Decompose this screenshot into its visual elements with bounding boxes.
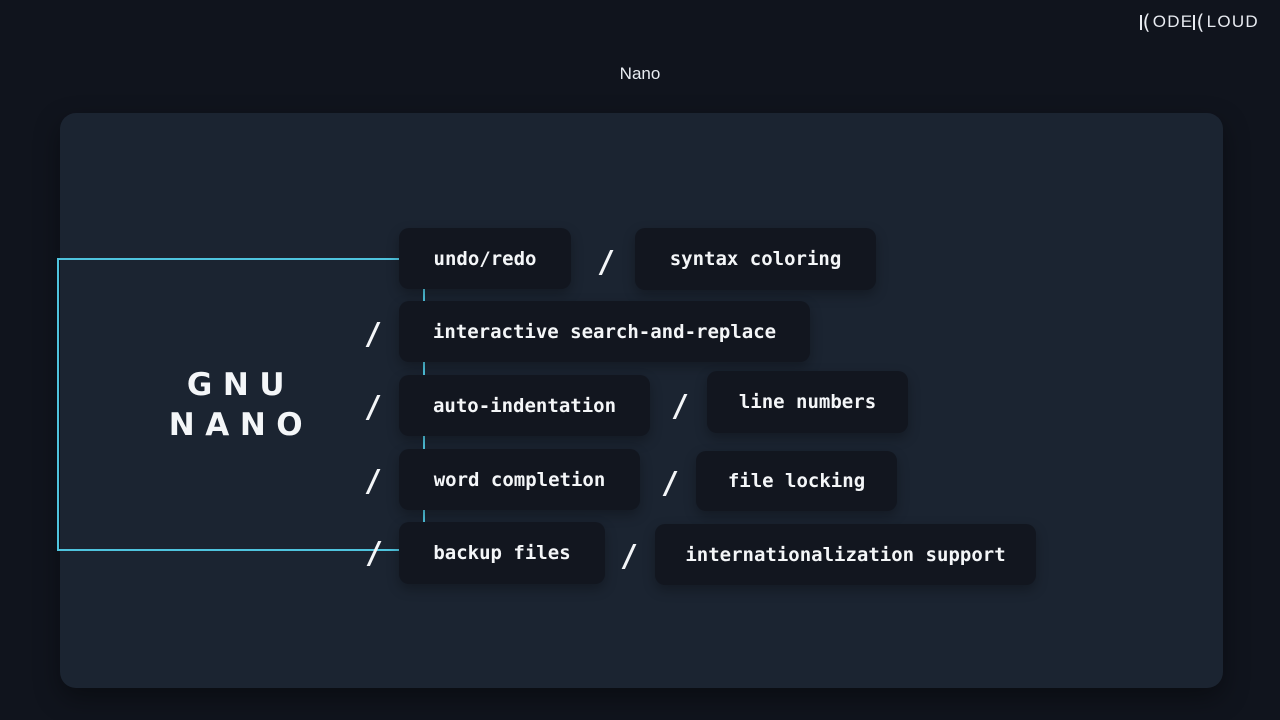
k-bar-stroke [1193, 14, 1196, 30]
feature-box-word-completion: word completion [399, 449, 640, 510]
feature-box-syntax-coloring: syntax coloring [635, 228, 876, 290]
feature-box-backup-files: backup files [399, 522, 605, 584]
k-paren-glyph: ( [1142, 10, 1152, 34]
feature-box-intl-support: internationalization support [655, 524, 1036, 585]
slash-separator-r5-mid: / [619, 538, 639, 574]
feature-box-file-locking: file locking [696, 451, 897, 511]
root-label-line2: NANO [168, 406, 314, 443]
stylized-k-icon: ( [1139, 10, 1152, 34]
brand-segment: LOUD [1206, 12, 1259, 31]
slash-separator-r4-mid: / [660, 465, 680, 501]
slide-title: Nano [619, 64, 661, 83]
slash-separator-r3-left: / [363, 389, 383, 425]
slash-separator-r3-mid: / [670, 388, 690, 424]
brand-logo: ( ODE ( LOUD [1139, 10, 1259, 34]
slash-separator-r1-mid: / [596, 244, 616, 280]
slash-separator-r2-left: / [363, 316, 383, 352]
brand-segment: ODE [1152, 12, 1194, 31]
feature-box-undo-redo: undo/redo [399, 228, 571, 289]
feature-box-interactive-search: interactive search-and-replace [399, 301, 810, 362]
feature-box-auto-indentation: auto-indentation [399, 375, 650, 436]
slash-separator-r5-left: / [364, 535, 384, 571]
root-node-label: GNU NANO [57, 258, 425, 551]
root-label-line1: GNU [186, 366, 296, 403]
slash-separator-r4-left: / [363, 463, 383, 499]
feature-box-line-numbers: line numbers [707, 371, 908, 433]
k-paren-glyph: ( [1196, 10, 1206, 34]
stylized-k-icon: ( [1193, 10, 1206, 34]
k-bar-stroke [1139, 14, 1142, 30]
